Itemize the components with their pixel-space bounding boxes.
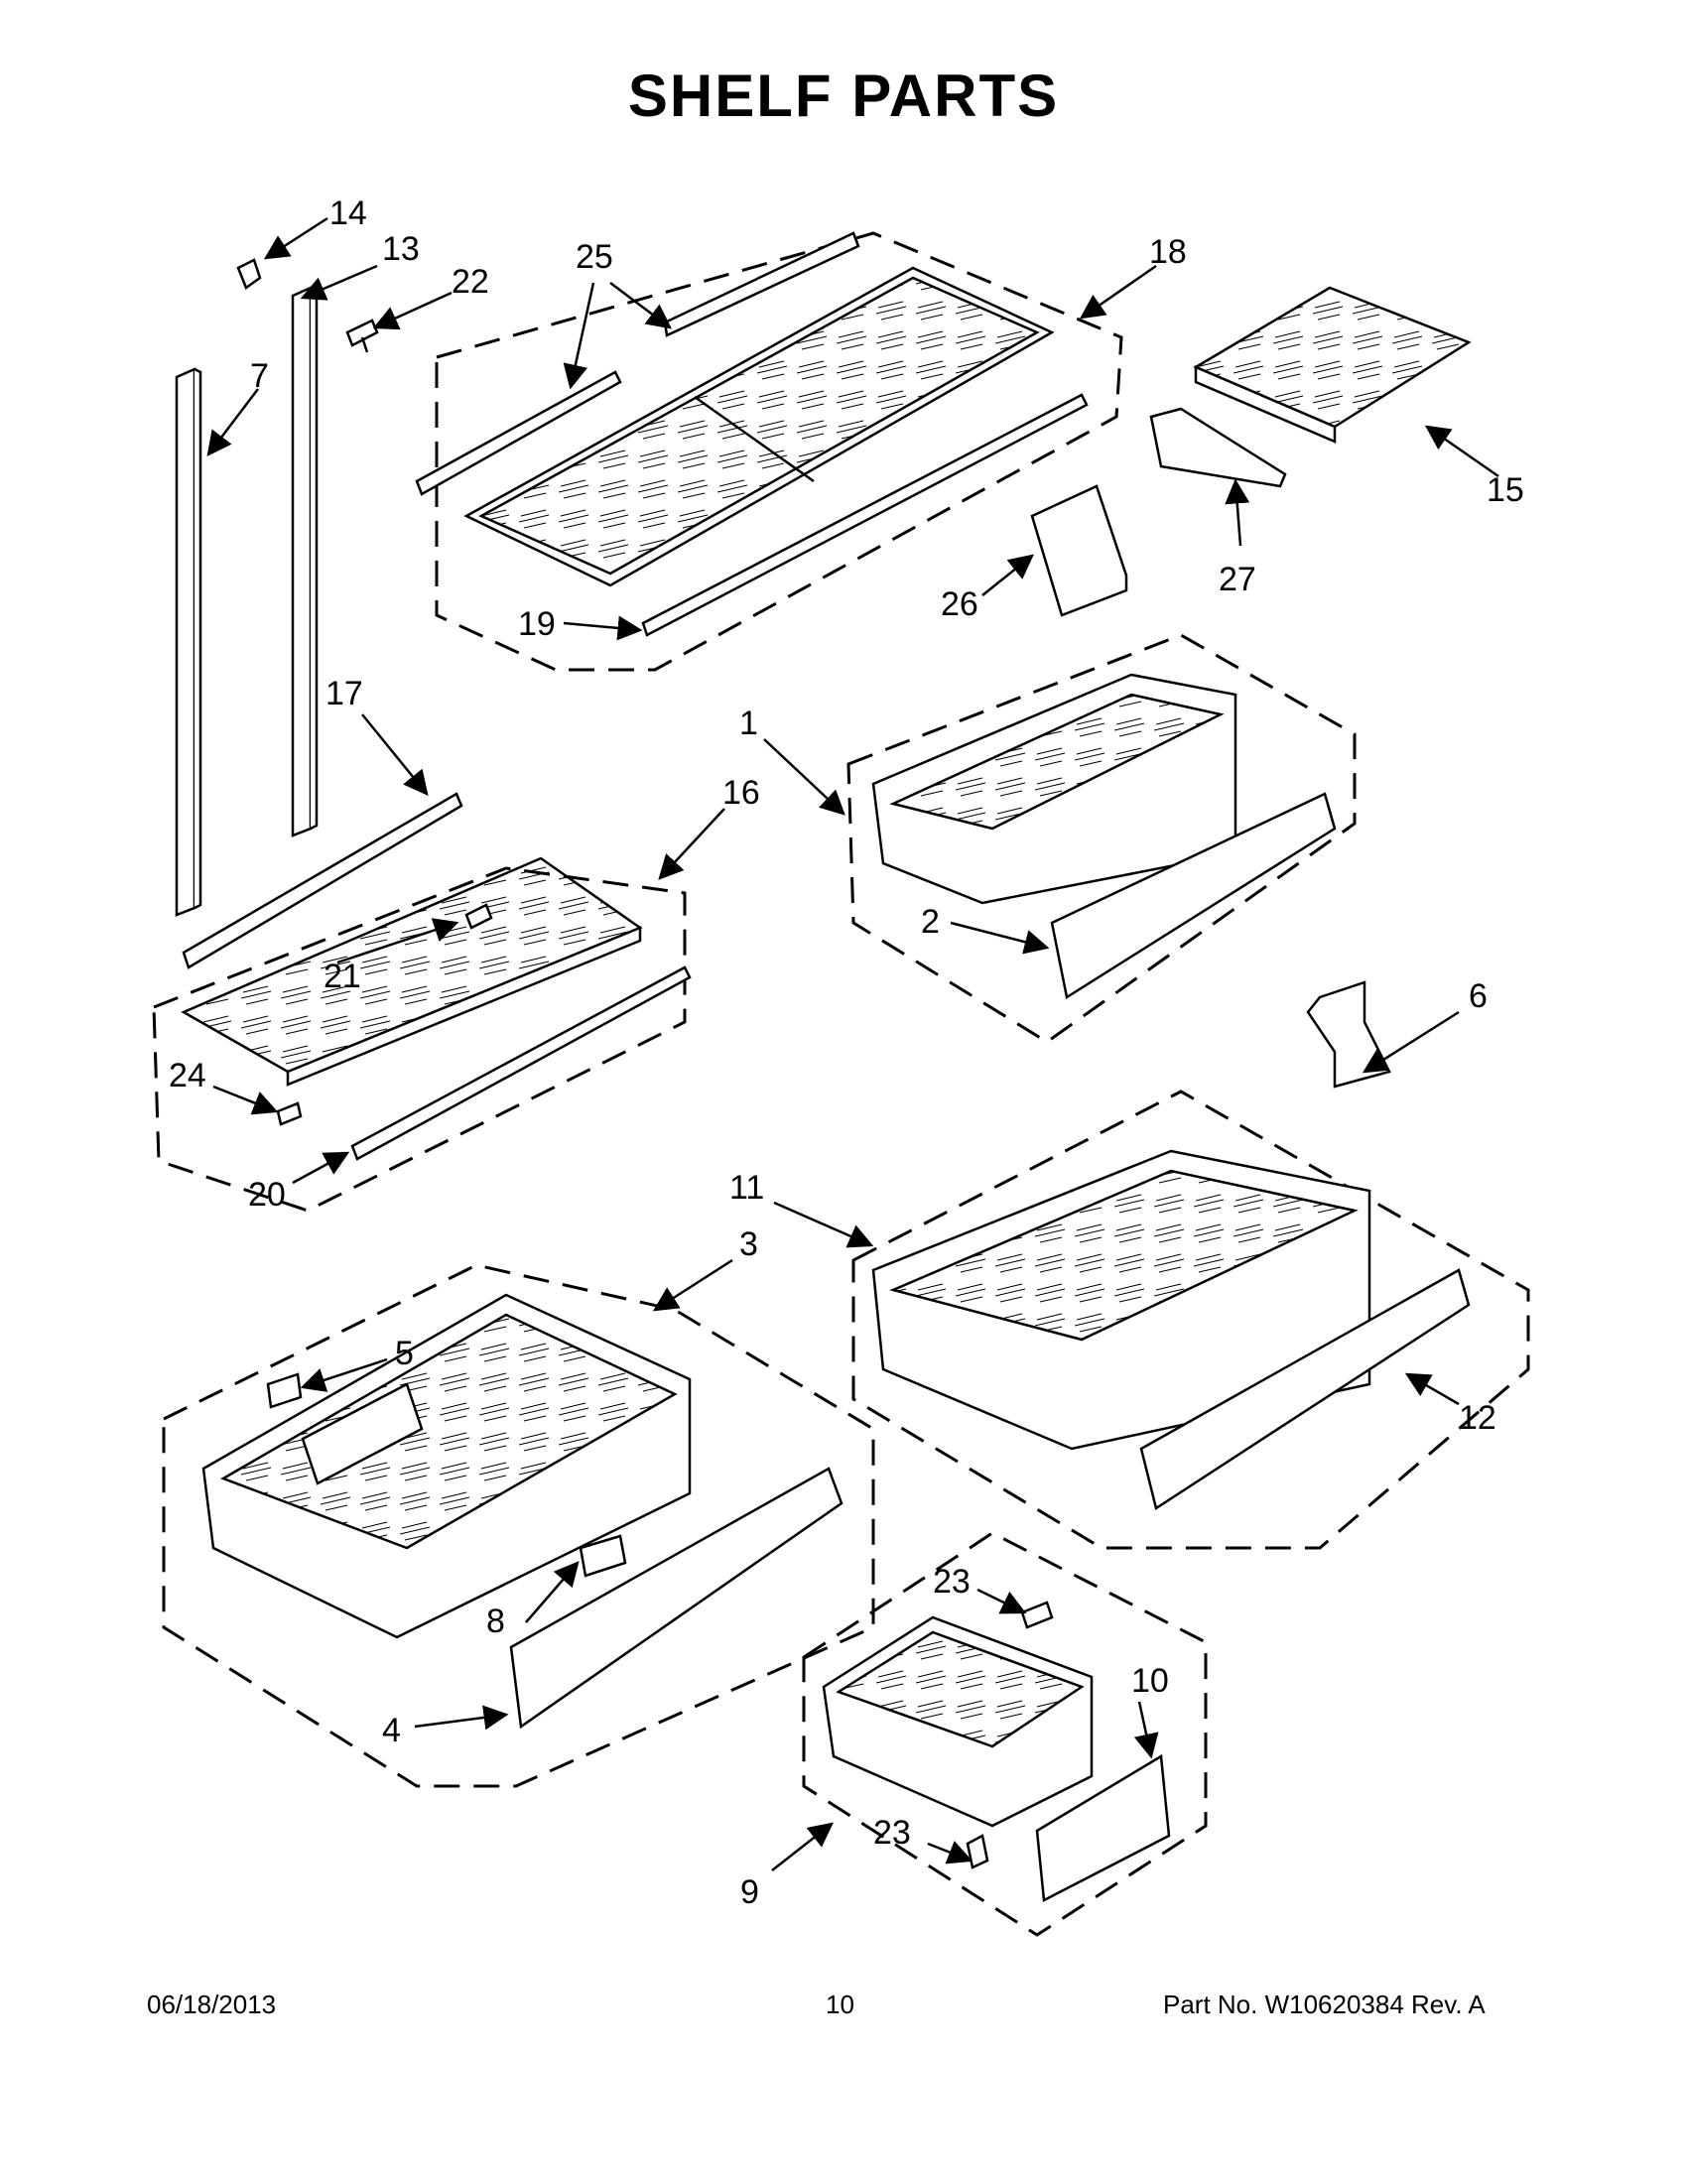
part-screw-21 bbox=[464, 903, 493, 930]
footer-page-number: 10 bbox=[826, 1990, 854, 2019]
callout-1: 1 bbox=[739, 705, 758, 742]
callout-2: 2 bbox=[921, 903, 940, 941]
part-24 bbox=[276, 1101, 303, 1126]
part-front-2 bbox=[1050, 792, 1337, 1000]
part-22-screw bbox=[345, 319, 379, 353]
part-8 bbox=[579, 1534, 627, 1578]
part-screw-23-bottom bbox=[966, 1834, 989, 1869]
callout-9: 9 bbox=[740, 1873, 759, 1911]
group-outlines bbox=[152, 231, 1530, 1937]
callout-19: 19 bbox=[518, 605, 556, 643]
part-trim-25-left bbox=[415, 370, 622, 496]
part-bracket-6 bbox=[1306, 980, 1391, 1089]
rail-13 bbox=[291, 286, 319, 837]
part-front-10 bbox=[1035, 1753, 1171, 1902]
callout-21: 21 bbox=[324, 958, 361, 995]
callout-23-top: 23 bbox=[933, 1563, 971, 1601]
callout-8: 8 bbox=[486, 1603, 505, 1640]
outline-drawer-9 bbox=[802, 1531, 1208, 1937]
callout-7: 7 bbox=[250, 357, 269, 395]
callout-15: 15 bbox=[1487, 471, 1524, 509]
part-bracket-27 bbox=[1149, 407, 1287, 488]
callout-17: 17 bbox=[325, 675, 363, 712]
callout-11: 11 bbox=[729, 1169, 764, 1207]
callout-12: 12 bbox=[1459, 1399, 1496, 1437]
parts bbox=[175, 231, 1472, 1902]
callout-3: 3 bbox=[739, 1225, 758, 1263]
part-front-4 bbox=[509, 1467, 844, 1730]
callout-25: 25 bbox=[576, 238, 613, 276]
callout-16: 16 bbox=[722, 774, 760, 812]
part-14 bbox=[236, 258, 262, 290]
outline-shelf-16 bbox=[152, 866, 687, 1213]
part-trim-17 bbox=[182, 792, 463, 969]
callout-23-bottom: 23 bbox=[873, 1814, 911, 1852]
part-screw-23-top bbox=[1020, 1601, 1054, 1629]
outline-shelf-18 bbox=[435, 231, 1123, 672]
part-trim-25-right bbox=[663, 231, 860, 337]
callout-labels: 14 13 22 7 25 18 15 27 26 19 17 16 21 24… bbox=[169, 194, 1524, 1911]
callout-27: 27 bbox=[1219, 561, 1256, 598]
callout-6: 6 bbox=[1469, 977, 1488, 1015]
callout-22: 22 bbox=[452, 263, 489, 301]
part-trim-19 bbox=[641, 393, 1089, 637]
callout-5: 5 bbox=[395, 1335, 414, 1372]
outline-drawer-3 bbox=[162, 1263, 875, 1788]
leader-lines bbox=[206, 216, 1499, 1871]
part-shelf-glass-18 bbox=[463, 266, 1055, 587]
part-5 bbox=[266, 1372, 303, 1409]
part-drawer-9 bbox=[822, 1615, 1094, 1828]
part-divider-26 bbox=[1030, 484, 1128, 617]
part-shelf-15 bbox=[1193, 286, 1472, 444]
part-front-12 bbox=[1139, 1268, 1471, 1511]
outline-drawer-1 bbox=[846, 633, 1357, 1044]
callout-18: 18 bbox=[1149, 233, 1187, 271]
part-drawer-11 bbox=[871, 1149, 1371, 1451]
callout-26: 26 bbox=[941, 585, 978, 623]
rail-7 bbox=[175, 367, 202, 917]
callout-20: 20 bbox=[248, 1176, 286, 1214]
footer-date: 06/18/2013 bbox=[147, 1990, 277, 2019]
callout-10: 10 bbox=[1131, 1662, 1169, 1700]
callout-13: 13 bbox=[382, 230, 420, 268]
part-trim-20 bbox=[350, 965, 692, 1161]
part-shelf-glass-16 bbox=[181, 856, 643, 1087]
callout-4: 4 bbox=[382, 1712, 401, 1749]
callout-24: 24 bbox=[169, 1057, 206, 1094]
callout-14: 14 bbox=[329, 194, 367, 232]
part-drawer-3 bbox=[201, 1293, 692, 1639]
page-title: SHELF PARTS bbox=[627, 63, 1060, 129]
footer-part-number: Part No. W10620384 Rev. A bbox=[1163, 1990, 1486, 2019]
